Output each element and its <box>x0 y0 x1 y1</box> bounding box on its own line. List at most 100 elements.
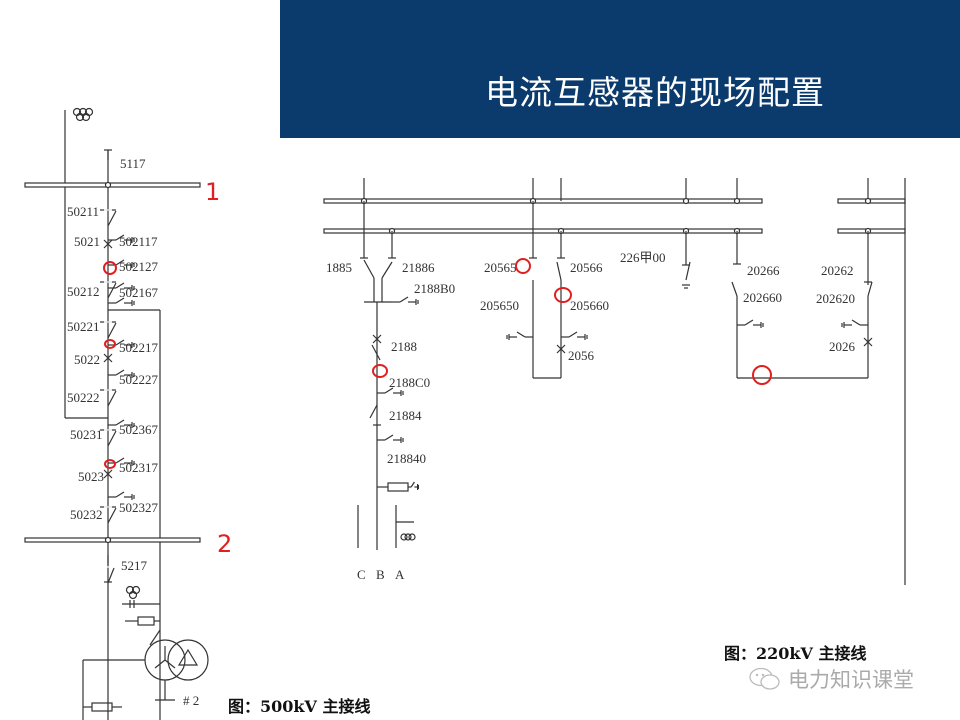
label-2188B0: 2188B0 <box>414 281 455 296</box>
arrester-icon <box>91 702 113 712</box>
ground-switch-blade <box>516 331 526 338</box>
switch-blade <box>685 261 691 281</box>
breaker-x-icon <box>863 337 873 347</box>
bus-label-2: 2 <box>217 530 232 558</box>
label-20266: 20266 <box>747 263 780 278</box>
ground-switch-blade <box>384 387 394 394</box>
pt-coil-icon <box>84 107 94 117</box>
bus-node <box>682 197 690 205</box>
label-phase-b: B <box>376 567 385 582</box>
label-50211: 50211 <box>67 204 99 219</box>
label-502227: 502227 <box>119 372 159 387</box>
label-502127: 502127 <box>119 259 159 274</box>
bus-2 <box>24 537 201 543</box>
label-50222: 50222 <box>67 390 100 405</box>
switch-blade <box>107 567 115 584</box>
bus-a <box>323 198 763 204</box>
ground-switch-blade <box>115 234 125 241</box>
label-5023: 5023 <box>78 469 104 484</box>
label-2188: 2188 <box>391 339 417 354</box>
bus-b-section <box>837 228 906 234</box>
label-50221: 50221 <box>67 319 100 334</box>
pt-coil-icon <box>128 590 138 600</box>
ct-position-marker <box>515 258 531 274</box>
ct-position-marker <box>372 364 388 378</box>
switch-blade <box>107 430 117 447</box>
label-5021: 5021 <box>74 234 100 249</box>
caption-220kv: 图：220kV 主接线 <box>724 644 867 663</box>
label-502327: 502327 <box>119 500 159 515</box>
diagram-lines <box>24 107 906 720</box>
switch-blade <box>107 390 117 407</box>
switch-blade <box>107 507 117 524</box>
label-2026: 2026 <box>829 339 856 354</box>
label-phase-a: A <box>395 567 405 582</box>
label-21884: 21884 <box>389 408 422 423</box>
label-205650: 205650 <box>480 298 519 313</box>
bus-b <box>323 228 763 234</box>
label-205660: 205660 <box>570 298 609 313</box>
ct-position-marker <box>752 365 772 385</box>
pt-coil-icon <box>78 107 88 117</box>
bus-node <box>864 197 872 205</box>
bus-label-1: 1 <box>205 178 220 206</box>
transformer-lead <box>149 629 161 646</box>
ground-switch-blade <box>384 434 394 441</box>
red-annotations: 1 2 <box>103 178 772 558</box>
label-5022: 5022 <box>74 352 100 367</box>
bus-node <box>104 536 112 544</box>
breaker-x-icon <box>372 334 382 344</box>
ground-switch-blade <box>568 331 578 338</box>
ground-switch-blade <box>115 491 125 498</box>
label-202620: 202620 <box>816 291 855 306</box>
ct-position-marker <box>103 261 117 275</box>
switch-blade <box>363 259 375 279</box>
ground-switch-blade <box>115 419 125 426</box>
switch-blade <box>731 281 738 297</box>
label-50212: 50212 <box>67 284 100 299</box>
ground-switch-blade <box>115 457 125 464</box>
label-2056: 2056 <box>568 348 595 363</box>
bus-1 <box>24 182 201 188</box>
label-50231: 50231 <box>70 427 103 442</box>
switch-blade <box>371 344 381 361</box>
label-5217: 5217 <box>121 558 148 573</box>
label-502167: 502167 <box>119 285 159 300</box>
label-502217: 502217 <box>119 340 159 355</box>
pt-coil-icon <box>72 107 82 117</box>
breaker-x-icon <box>103 469 113 479</box>
breaker-x-icon <box>103 239 113 249</box>
slide-title: 电流互感器的现场配置 <box>485 73 825 112</box>
diagram-labels: 5117 50211 5021 502117 502127 50212 5021… <box>67 156 856 708</box>
switch-blade <box>369 404 378 419</box>
caption-500kv: 图：500kV 主接线 <box>228 697 371 716</box>
label-5117: 5117 <box>120 156 146 171</box>
label-1885: 1885 <box>326 260 352 275</box>
ground-switch-blade <box>744 319 754 326</box>
ground-switch-blade <box>115 282 125 289</box>
label-20565: 20565 <box>484 260 517 275</box>
ct-position-marker <box>104 339 116 349</box>
ground-switch-blade <box>115 259 125 266</box>
label-202660: 202660 <box>743 290 782 305</box>
bus-a-section <box>837 198 906 204</box>
ct-position-marker <box>104 459 116 469</box>
ground-switch-blade <box>410 481 415 488</box>
transformer-winding-icon <box>167 639 209 681</box>
ground-switch-blade <box>115 369 125 376</box>
bus-node <box>733 197 741 205</box>
switch-blade <box>107 282 117 299</box>
arrester-icon <box>137 616 155 626</box>
label-502367: 502367 <box>119 422 159 437</box>
switch-blade <box>107 322 117 339</box>
switch-blade <box>381 261 393 279</box>
switch-blade <box>556 261 562 281</box>
bus-node <box>104 181 112 189</box>
label-20262: 20262 <box>821 263 854 278</box>
label-50232: 50232 <box>70 507 103 522</box>
delta-symbol <box>177 648 199 666</box>
breaker-x-icon <box>556 344 566 354</box>
label-transformer-2: # 2 <box>183 693 199 708</box>
ct-position-marker <box>554 287 572 303</box>
label-226-jia-00: 226甲00 <box>620 250 666 265</box>
